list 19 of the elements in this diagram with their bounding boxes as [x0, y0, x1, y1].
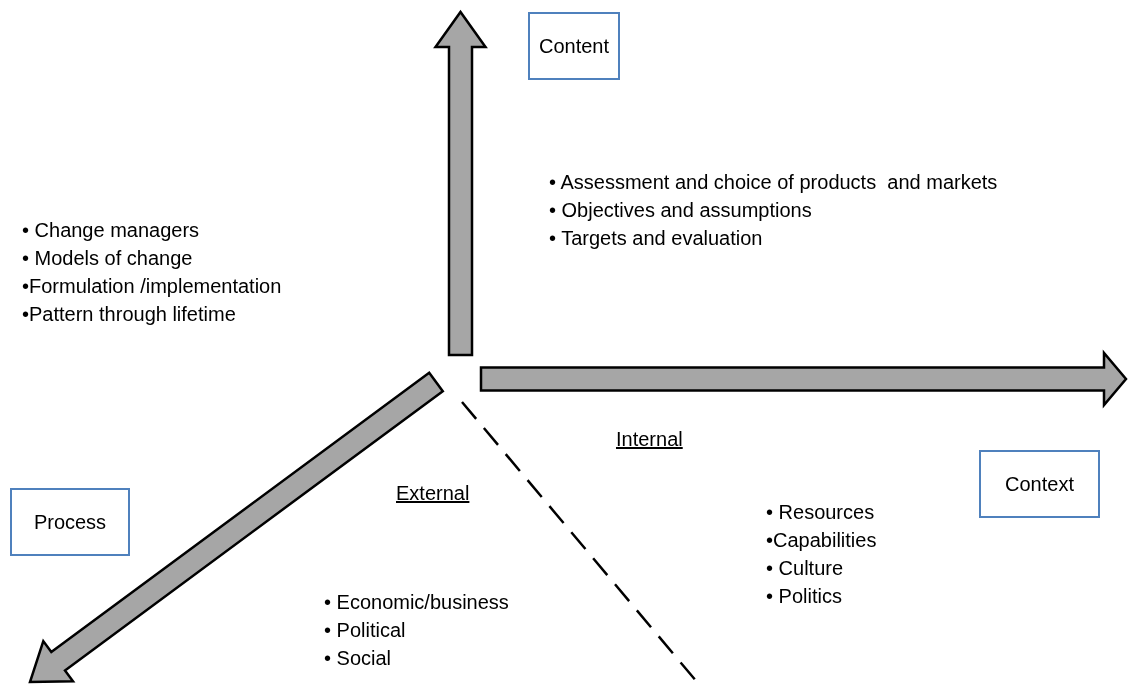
bullet-item: • Objectives and assumptions	[549, 198, 812, 222]
region-label: Internal	[616, 427, 683, 451]
bullet-item: • Models of change	[22, 246, 193, 270]
bullet-item: • Politics	[766, 584, 842, 608]
bullet-item: • Culture	[766, 556, 844, 580]
region-label: External	[396, 481, 470, 505]
bullet-item: • Political	[324, 618, 406, 642]
bullet-item: • Targets and evaluation	[549, 226, 763, 250]
bullet-item: • Social	[324, 646, 392, 670]
label-box: Process	[10, 488, 130, 556]
bullet-item: • Economic/business	[324, 590, 509, 614]
bullet-item: • Change managers	[22, 218, 200, 242]
bullet-item: • Assessment and choice of products and markets	[549, 170, 998, 194]
bullet-item: • Resources	[766, 500, 875, 524]
bullet-item: •Formulation /implementation	[22, 274, 282, 298]
bullet-item: •Pattern through lifetime	[22, 302, 236, 326]
label-box: Content	[528, 12, 620, 80]
label-box: Context	[979, 450, 1100, 518]
bullet-item: •Capabilities	[766, 528, 877, 552]
